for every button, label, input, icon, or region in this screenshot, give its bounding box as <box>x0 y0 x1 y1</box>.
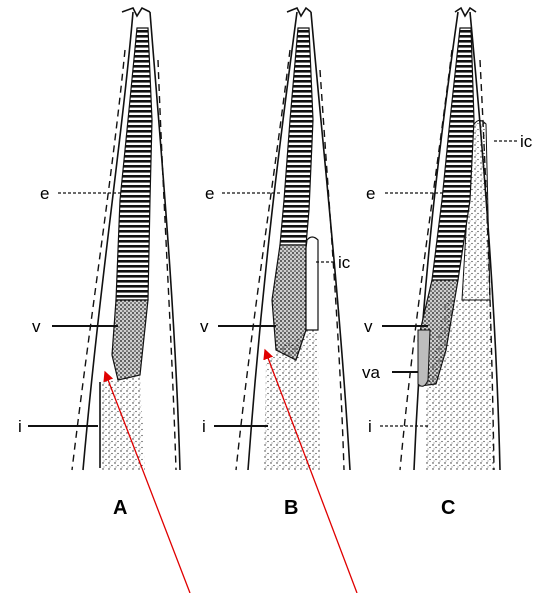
panel-b: e ic v i B <box>200 8 351 519</box>
label-ic-c: ic <box>520 132 533 151</box>
head-tip <box>287 8 311 16</box>
label-i-c: i <box>368 417 372 436</box>
label-v-a: v <box>32 317 41 336</box>
panel-label-b: B <box>284 497 298 519</box>
inner-cuticle-right <box>158 60 176 470</box>
label-va-c: va <box>362 363 381 382</box>
panel-label-a: A <box>113 497 127 519</box>
esophagus <box>280 28 313 245</box>
panel-label-c: C <box>441 497 455 519</box>
intestinal-caecum <box>306 237 318 330</box>
label-e-b: e <box>205 184 214 203</box>
ventricular-appendix <box>418 330 430 386</box>
label-e-c: e <box>366 184 375 203</box>
ventriculus <box>112 300 148 380</box>
body-outline-right <box>150 12 180 470</box>
label-e-a: e <box>40 184 49 203</box>
label-v-b: v <box>200 317 209 336</box>
head-tip <box>122 8 150 16</box>
label-i-a: i <box>18 417 22 436</box>
label-ic-b: ic <box>338 253 351 272</box>
panel-c: ic e v va i C <box>362 8 533 519</box>
esophagus <box>116 28 152 300</box>
label-v-c: v <box>364 317 373 336</box>
label-i-b: i <box>202 417 206 436</box>
intestine <box>264 330 320 470</box>
intestine <box>100 376 145 470</box>
panel-a: e v i A <box>18 8 180 519</box>
